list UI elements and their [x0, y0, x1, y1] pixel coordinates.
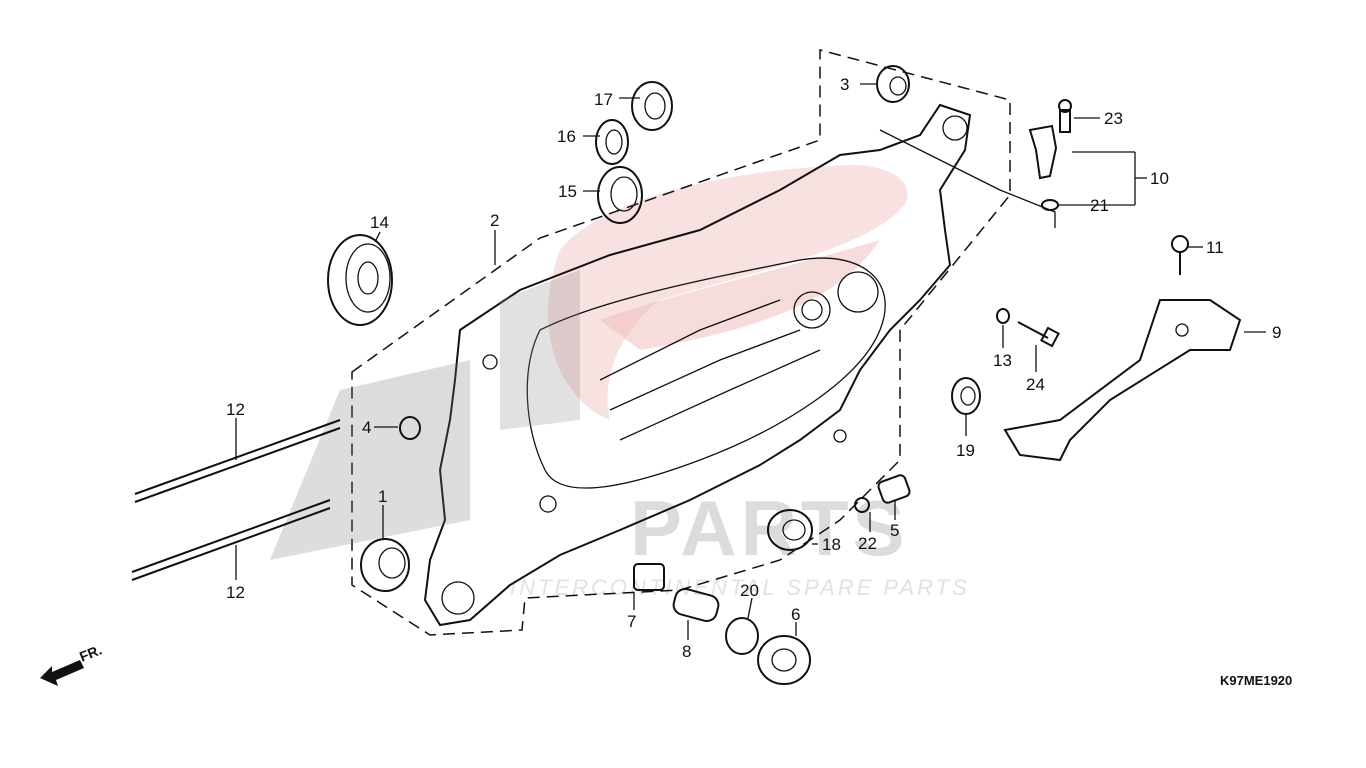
stud-bolt-12-lower: [131, 499, 331, 581]
sensor-10: [1028, 99, 1072, 211]
watermark-tagline-text: INTERCONTINENTAL SPARE PARTS: [510, 575, 970, 600]
callout-23: 23: [1104, 109, 1123, 128]
leader-lines: [235, 83, 1266, 640]
o-ring-20: [725, 617, 759, 655]
callout-15: 15: [558, 182, 577, 201]
plug-5: [877, 474, 911, 504]
bearing-14: [327, 234, 393, 326]
drain-plug-6: [757, 635, 811, 685]
bushing-3: [876, 65, 910, 103]
stud-bolt-12-upper: [134, 419, 341, 503]
washer-13: [996, 308, 1010, 324]
bracket-leader-outline: [879, 129, 1056, 228]
watermark-brand-text: PARTS: [630, 484, 909, 572]
callout-24: 24: [1026, 375, 1045, 394]
watermark-logo-swoosh: [600, 240, 880, 350]
callout-12-lower: 12: [226, 583, 245, 602]
spring-8: [672, 587, 720, 623]
bolt-7: [633, 563, 665, 591]
callout-14: 14: [370, 213, 389, 232]
callout-17: 17: [594, 90, 613, 109]
callout-2: 2: [490, 211, 499, 230]
callout-12-upper: 12: [226, 400, 245, 419]
callout-16: 16: [557, 127, 576, 146]
bearing-16: [595, 119, 629, 165]
oil-seal-19: [951, 377, 981, 415]
oil-seal-18: [767, 509, 813, 551]
callout-18: 18: [822, 535, 841, 554]
bearing-17: [631, 81, 673, 131]
stipple-shading: [270, 270, 580, 560]
callout-21: 21: [1090, 196, 1109, 215]
crankcase-assembly-outline: [351, 49, 1011, 636]
callout-11: 11: [1206, 238, 1224, 257]
callout-22: 22: [858, 534, 877, 553]
callout-8: 8: [682, 642, 691, 661]
clip-22: [854, 497, 870, 513]
callout-10: 10: [1150, 169, 1169, 188]
left-crankcase-half: [423, 103, 972, 627]
front-direction-indicator: FR.: [40, 641, 104, 686]
callout-6: 6: [791, 605, 800, 624]
callout-20: 20: [740, 581, 759, 600]
callout-13: 13: [993, 351, 1012, 370]
watermark-logo-shape: [548, 165, 908, 420]
callout-9: 9: [1272, 323, 1281, 342]
bolt-24: [1017, 321, 1060, 348]
bearing-1: [360, 538, 410, 592]
callout-7: 7: [627, 612, 636, 631]
dowel-4: [399, 416, 421, 440]
diagram-code: K97ME1920: [1220, 673, 1292, 688]
bearing-15: [597, 166, 643, 224]
bracket-9: [1003, 299, 1242, 462]
front-label: FR.: [77, 641, 104, 664]
bolt-11: [1171, 235, 1189, 275]
callout-5: 5: [890, 521, 899, 540]
callout-4: 4: [362, 418, 371, 437]
callout-3: 3: [840, 75, 849, 94]
front-arrow-icon: [40, 660, 84, 686]
callout-1: 1: [378, 487, 387, 506]
callout-19: 19: [956, 441, 975, 460]
callouts: 17 16 15 14 2 3 4 12 12 1 23 10 21 11 9 …: [226, 75, 1281, 661]
